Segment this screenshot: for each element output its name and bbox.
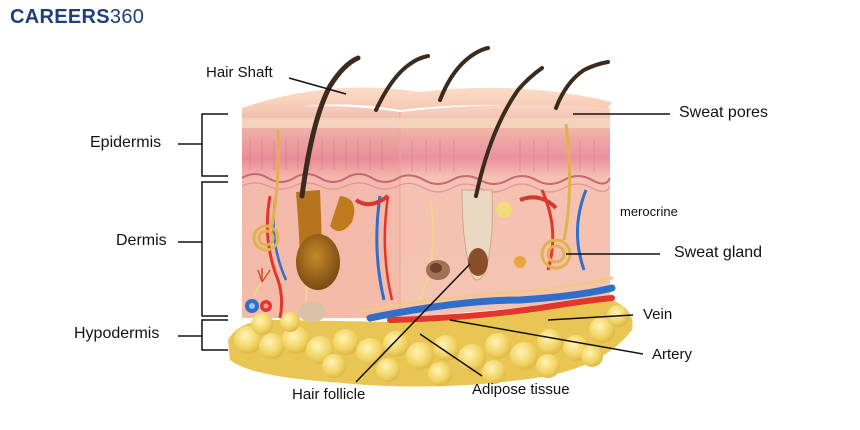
adipose-layer xyxy=(228,300,633,387)
epidermis-boundary xyxy=(241,173,611,185)
label-merocrine: merocrine xyxy=(620,204,678,219)
skin-surface xyxy=(242,87,612,118)
hair-follicle-left xyxy=(296,190,355,290)
logo-number: 360 xyxy=(109,6,145,28)
label-adipose-tissue: Adipose tissue xyxy=(472,381,570,398)
label-vein: Vein xyxy=(643,306,673,323)
label-hair-shaft: Hair Shaft xyxy=(206,64,273,81)
leader-lines xyxy=(178,77,670,383)
label-dermis: Dermis xyxy=(116,232,167,249)
vein-vessel xyxy=(366,284,616,322)
careers360-logo: CAREERS360 xyxy=(10,6,144,29)
label-hypodermis: Hypodermis xyxy=(74,325,160,342)
label-artery: Artery xyxy=(652,346,693,363)
label-sweat-gland: Sweat gland xyxy=(674,244,763,261)
sweat-gland-coil-left xyxy=(252,129,280,252)
artery-vessel xyxy=(387,295,615,323)
label-epidermis: Epidermis xyxy=(90,134,162,151)
hair-follicle-right xyxy=(426,189,493,281)
label-sweat-pores: Sweat pores xyxy=(679,104,768,121)
sweat-gland-coil-right xyxy=(540,123,572,270)
label-hair-follicle: Hair follicle xyxy=(292,386,366,403)
logo-word: CAREERS xyxy=(10,6,110,28)
